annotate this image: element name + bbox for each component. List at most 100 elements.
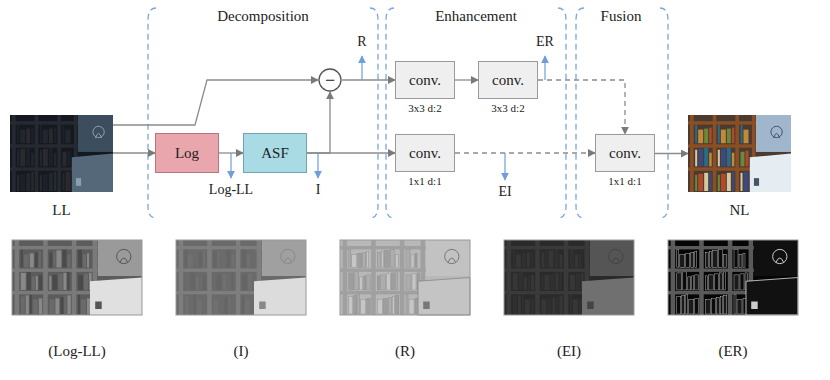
box-label: conv. bbox=[409, 72, 441, 89]
book-spine bbox=[741, 152, 745, 167]
book-spine bbox=[377, 276, 379, 290]
book-spine bbox=[349, 296, 353, 314]
stage-title: Enhancement bbox=[435, 8, 517, 25]
book-spine bbox=[231, 272, 233, 290]
circle-outline bbox=[319, 69, 341, 91]
book-spine bbox=[194, 253, 198, 267]
book-spine bbox=[573, 299, 578, 314]
shelf-post bbox=[400, 240, 405, 315]
book-spine bbox=[49, 252, 52, 267]
book-spine bbox=[33, 299, 38, 314]
image-ground bbox=[504, 240, 634, 315]
connector bbox=[342, 79, 395, 80]
book-spine bbox=[705, 276, 707, 290]
book-spine bbox=[67, 295, 70, 314]
shelf-board bbox=[12, 269, 98, 272]
book-spine bbox=[26, 295, 29, 314]
cat-sign bbox=[612, 258, 620, 263]
book-spine bbox=[17, 125, 19, 144]
shelf-board bbox=[688, 144, 756, 147]
white-cabinet bbox=[90, 278, 142, 316]
book-spine bbox=[191, 272, 195, 290]
image-ground bbox=[340, 240, 470, 315]
cat-sign bbox=[776, 258, 784, 263]
book-spine bbox=[62, 249, 66, 267]
book-spine bbox=[705, 299, 710, 314]
book-spine bbox=[718, 175, 720, 191]
signal-name: Log-LL bbox=[209, 182, 253, 198]
book-spine bbox=[35, 252, 38, 267]
book-spine bbox=[716, 297, 719, 314]
input-image: LL bbox=[10, 115, 113, 192]
white-cabinet bbox=[72, 154, 113, 193]
book-spine bbox=[63, 273, 66, 290]
conv-box: conv.3x3 d:2 bbox=[395, 61, 455, 99]
book-spine bbox=[196, 277, 199, 290]
book-spine bbox=[744, 172, 749, 191]
book-spine bbox=[54, 172, 57, 191]
white-cabinet bbox=[254, 278, 306, 316]
book-spine bbox=[242, 275, 247, 290]
book-spine bbox=[231, 295, 234, 314]
book-spine bbox=[525, 299, 530, 314]
book-spine bbox=[741, 125, 743, 144]
photo bbox=[688, 115, 791, 192]
book-spine bbox=[54, 128, 57, 144]
book-spine bbox=[412, 274, 416, 290]
shelf-board bbox=[10, 167, 78, 170]
book-spine bbox=[547, 298, 551, 314]
dashed-connector bbox=[455, 152, 595, 153]
book-spine bbox=[513, 273, 518, 290]
book-spine bbox=[354, 295, 357, 314]
book-spine bbox=[247, 254, 250, 267]
book-spine bbox=[360, 277, 363, 290]
book-spine bbox=[559, 272, 561, 290]
book-spine bbox=[709, 153, 712, 167]
book-spine bbox=[203, 298, 206, 314]
book-spine bbox=[704, 129, 708, 144]
book-spine bbox=[746, 151, 749, 167]
book-spine bbox=[513, 249, 515, 267]
book-spine bbox=[739, 254, 742, 267]
book-spine bbox=[32, 277, 35, 290]
book-spine bbox=[541, 252, 544, 267]
result-image bbox=[12, 240, 142, 315]
conv-box: conv.1x1 d:1 bbox=[395, 134, 455, 172]
book-spine bbox=[185, 296, 189, 314]
stage-bracket bbox=[386, 8, 394, 218]
book-spine bbox=[200, 276, 202, 290]
book-spine bbox=[190, 295, 193, 314]
book-spine bbox=[712, 250, 717, 267]
book-spine bbox=[688, 277, 691, 290]
shelf-board bbox=[176, 269, 262, 272]
shelf-board bbox=[176, 291, 262, 294]
image-frame bbox=[340, 240, 470, 315]
shelf-board bbox=[340, 291, 426, 294]
book-spine bbox=[60, 297, 63, 314]
book-spine bbox=[531, 275, 534, 290]
shelf-post bbox=[735, 115, 739, 192]
book-spine bbox=[390, 249, 394, 267]
book-spine bbox=[56, 250, 61, 267]
book-spine bbox=[251, 253, 253, 267]
book-spine bbox=[531, 251, 533, 267]
book-spine bbox=[43, 130, 48, 144]
book-spine bbox=[53, 251, 55, 267]
book-spine bbox=[579, 253, 581, 267]
book-spine bbox=[66, 130, 71, 144]
book-spine bbox=[698, 130, 703, 144]
book-spine bbox=[63, 152, 67, 167]
output-leader bbox=[544, 56, 545, 80]
output-leader bbox=[317, 153, 318, 178]
image-caption: NL bbox=[730, 202, 750, 219]
book-spine bbox=[213, 299, 218, 314]
result-image bbox=[504, 240, 634, 315]
book-spine bbox=[704, 173, 708, 191]
book-spine bbox=[388, 297, 391, 314]
book-spine bbox=[677, 296, 681, 314]
book-spine bbox=[527, 252, 530, 267]
book-spine bbox=[377, 252, 380, 267]
book-spine bbox=[383, 298, 387, 314]
photo bbox=[10, 115, 113, 192]
